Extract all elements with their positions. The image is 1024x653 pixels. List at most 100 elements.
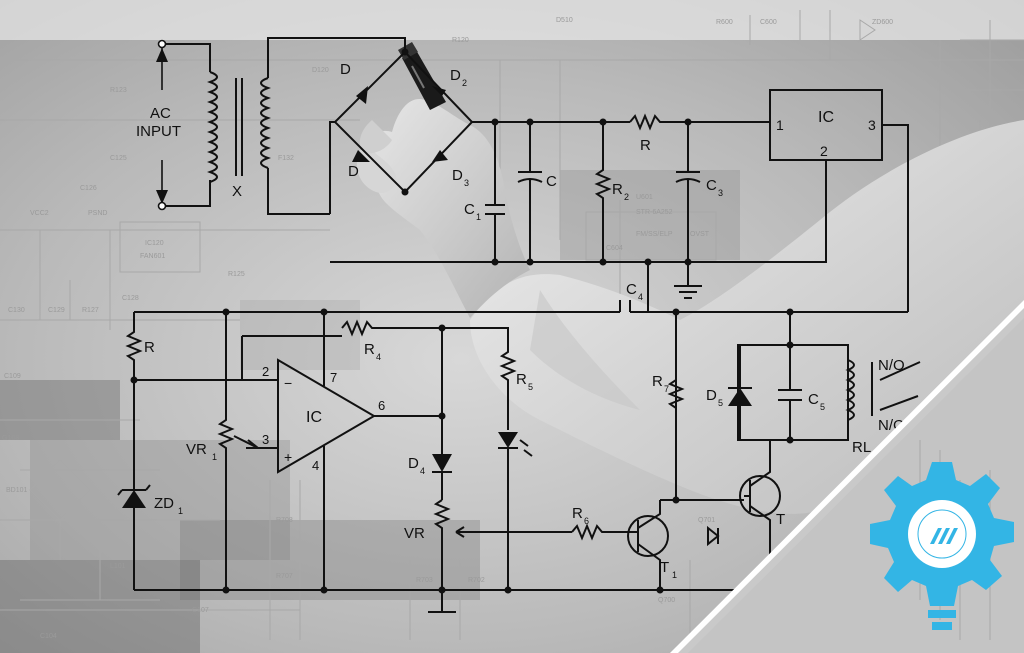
power-supply-section: AC INPUT X D D 2 D D 3 C 1 C xyxy=(136,37,909,312)
resistor-label-sub: 6 xyxy=(584,516,589,526)
bg-label: PSND xyxy=(88,210,107,217)
bg-label: C107 xyxy=(192,607,209,614)
regulator-pin-label: 2 xyxy=(820,143,828,159)
transformer-label: X xyxy=(232,183,242,200)
diode-label-d3: D xyxy=(452,167,463,184)
bg-label: R702 xyxy=(468,577,485,584)
bg-label: F132 xyxy=(278,155,294,162)
transistor-t2 xyxy=(739,475,781,517)
opamp-pin-label: 4 xyxy=(312,458,319,473)
background-schematic: D510 R120 R600 C600 ZD600 PSND VCC2 IC12… xyxy=(0,10,1024,640)
opamp-pin-label: 3 xyxy=(262,432,269,447)
bg-label: R125 xyxy=(228,271,245,278)
transistor-t1 xyxy=(627,515,669,557)
bg-label: R123 xyxy=(110,87,127,94)
capacitor-label-sub: 4 xyxy=(638,292,643,302)
bg-label: Q701 xyxy=(698,517,715,524)
resistor-label-r7: R xyxy=(652,373,663,390)
resistor-label-sub: 5 xyxy=(528,382,533,392)
bg-label: IC120 xyxy=(145,240,164,247)
regulator-pin-label: 3 xyxy=(868,117,876,133)
diode-label-d4: D xyxy=(408,455,419,472)
ac-input-label: AC xyxy=(150,105,171,122)
diode-label-d5: D xyxy=(706,387,717,404)
bg-label: Q700 xyxy=(658,597,675,604)
zener-label: ZD xyxy=(154,495,174,512)
bg-label: FAN601 xyxy=(140,253,165,260)
resistor-label-sub: 2 xyxy=(624,192,629,202)
bg-label: C125 xyxy=(110,155,127,162)
diode-label-sub: 3 xyxy=(464,178,469,188)
bg-label: R127 xyxy=(82,307,99,314)
zener-label-sub: 1 xyxy=(178,506,183,516)
transistor-label-t1: T xyxy=(660,559,669,576)
bg-label: STR-6A252 xyxy=(636,209,673,216)
capacitor-label-sub: 3 xyxy=(718,188,723,198)
relay-no-label: N/O xyxy=(878,357,905,374)
capacitor-label-c1: C xyxy=(464,201,475,218)
bg-label: D510 xyxy=(556,17,573,24)
opamp-input-sign: − xyxy=(284,375,292,391)
marker-pen xyxy=(402,50,446,110)
shirt-sleeve xyxy=(470,120,1024,514)
diode-label-d: D xyxy=(340,61,351,78)
capacitor-label-c3: C xyxy=(706,177,717,194)
opamp-ic xyxy=(277,358,376,474)
bridge-rectifier: D D 2 D D 3 xyxy=(333,50,474,194)
diode-label-sub: 5 xyxy=(718,398,723,408)
resistor-label-r6: R xyxy=(572,505,583,522)
bg-label: C128 xyxy=(122,295,139,302)
pot-label-vr1: VR xyxy=(186,441,207,458)
bg-label: FM/SS/ELP xyxy=(636,231,673,238)
bg-label: BD101 xyxy=(6,487,28,494)
bg-label: C129 xyxy=(48,307,65,314)
relay-label: RL xyxy=(852,439,871,456)
capacitor-label-sub: 1 xyxy=(476,212,481,222)
resistor-label-r2: R xyxy=(612,181,623,198)
diode-label-d2: D xyxy=(450,67,461,84)
resistor-label-sub: 7 xyxy=(664,384,669,394)
resistor-label-r: R xyxy=(640,137,651,154)
bg-label: C604 xyxy=(606,245,623,252)
ac-input-label: INPUT xyxy=(136,123,181,140)
opamp-pin-label: 7 xyxy=(330,370,337,385)
bg-label: C109 xyxy=(4,373,21,380)
bg-label: C126 xyxy=(80,185,97,192)
bg-label: ZD600 xyxy=(872,19,893,26)
bg-label: R600 xyxy=(716,19,733,26)
bg-label: R708 xyxy=(276,517,293,524)
transistor-label-sub: 1 xyxy=(672,570,677,580)
diode-label-d1: D xyxy=(348,163,359,180)
bg-label: VCC2 xyxy=(30,210,49,217)
bg-label: R120 xyxy=(452,37,469,44)
transformer-x: X xyxy=(207,71,271,200)
diode-label-sub: 4 xyxy=(420,466,425,476)
opamp-section: R ZD 1 IC 2 3 7 4 6 − + VR 1 R 4 D 4 VR … xyxy=(117,311,921,613)
resistor-label-r-left: R xyxy=(144,339,155,356)
opamp-label: IC xyxy=(306,409,322,426)
bg-label: U601 xyxy=(636,194,653,201)
regulator-label: IC xyxy=(818,109,834,126)
bg-label: C600 xyxy=(760,19,777,26)
capacitor-label-c4: C xyxy=(626,281,637,298)
opamp-pin-label: 2 xyxy=(262,364,269,379)
opamp-input-sign: + xyxy=(284,449,292,465)
capacitor-label-c5: C xyxy=(808,391,819,408)
resistor-label-r5: R xyxy=(516,371,527,388)
bg-label: R703 xyxy=(416,577,433,584)
corner-brand-panel xyxy=(670,300,1024,653)
bg-label: L101 xyxy=(110,563,126,570)
capacitor-label-c: C xyxy=(546,173,557,190)
resistor-label-r4: R xyxy=(364,341,375,358)
bg-label: OVST xyxy=(690,231,710,238)
capacitor-label-sub: 5 xyxy=(820,402,825,412)
bg-label: G108 xyxy=(2,435,19,442)
bg-label: C104 xyxy=(40,633,57,640)
gear-lightbulb-icon xyxy=(870,462,1014,630)
transistor-label-t2: T xyxy=(776,511,785,528)
opamp-pin-label: 6 xyxy=(378,398,385,413)
regulator-pin-label: 1 xyxy=(776,117,784,133)
bg-label: R707 xyxy=(276,573,293,580)
resistor-label-sub: 4 xyxy=(376,352,381,362)
